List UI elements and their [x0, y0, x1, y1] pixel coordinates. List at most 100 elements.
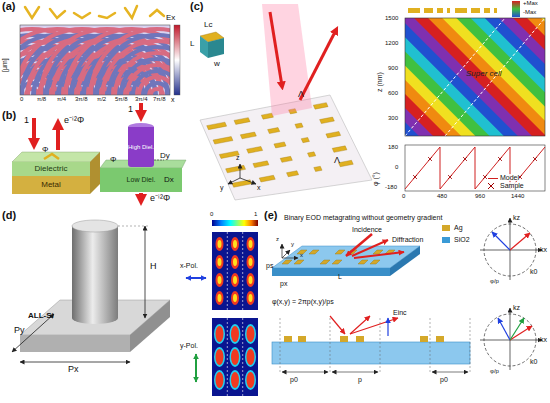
figure-label: -180	[385, 184, 397, 190]
figure-label: z	[236, 154, 240, 161]
art-rect	[405, 18, 545, 136]
art-line	[445, 18, 545, 136]
art-g	[207, 103, 354, 188]
figure-label: φ(x,y) = 2πp(x,y)/ps	[272, 298, 334, 305]
art-line	[330, 316, 345, 334]
figure-label: 1500	[385, 15, 398, 21]
art-g	[282, 372, 468, 373]
art-polygon	[90, 152, 100, 194]
figure-label: L	[338, 273, 342, 280]
layer-label: Low Diel.	[127, 176, 156, 183]
figure-label: φ/p	[490, 278, 499, 284]
art-line	[56, 124, 60, 150]
art-line	[228, 178, 240, 184]
figure-label: Lc	[204, 21, 212, 29]
art-line	[498, 318, 510, 340]
figure-label: e⁻ⁱ²Φ	[64, 116, 84, 125]
art-line	[282, 250, 290, 258]
art-g	[20, 25, 170, 95]
art-line	[282, 258, 298, 259]
art-line	[350, 318, 398, 334]
art-use	[214, 324, 225, 390]
art-g	[280, 318, 470, 372]
art-use	[213, 117, 334, 144]
art-line	[118, 226, 148, 227]
art-line	[350, 316, 370, 334]
figure-label: 960	[475, 193, 485, 199]
figure-label: 180	[388, 144, 398, 150]
art-ellipse	[72, 220, 118, 232]
art-rect	[340, 336, 348, 342]
legend-text: Model	[500, 174, 519, 181]
figure-label: y	[220, 184, 224, 191]
art-line	[510, 326, 532, 340]
art-rect	[420, 336, 428, 342]
figure-label: 0	[402, 193, 405, 199]
figure-label: x	[257, 184, 261, 191]
figure-label: Einc	[393, 309, 407, 316]
figure-label: 1	[254, 211, 257, 217]
art-rect	[424, 8, 433, 13]
figure-label: Super cell	[466, 70, 502, 78]
figure-label: -Max	[523, 9, 536, 15]
figure-label: x-Pol.	[180, 262, 198, 269]
art-line	[280, 318, 281, 372]
art-use	[294, 260, 304, 264]
figure-label: w	[214, 60, 220, 68]
figure-label: Dx	[164, 176, 174, 184]
art-line	[270, 12, 282, 86]
figure-label: 1200	[385, 40, 398, 46]
figure-label: 1440	[511, 193, 524, 199]
art-line	[282, 244, 283, 258]
panel-letter: (a)	[2, 1, 15, 12]
figure-label: z	[276, 236, 279, 242]
figure-label: k0	[530, 268, 537, 275]
art-use	[230, 324, 241, 390]
figure-label: Φ	[110, 156, 116, 164]
art-polygon	[12, 152, 100, 162]
figure-label: 0	[20, 96, 23, 102]
art-line	[432, 372, 468, 373]
legend-swatch	[442, 237, 450, 243]
figure-label: +Max	[523, 0, 538, 6]
layer-label: Dielectric	[35, 165, 68, 173]
art-line	[330, 318, 331, 372]
art-use	[231, 237, 239, 305]
art-g	[25, 6, 164, 18]
art-line	[354, 252, 404, 258]
art-line	[380, 318, 381, 372]
figure-label: 480	[437, 193, 447, 199]
art-polyline	[150, 10, 164, 16]
art-polygon	[130, 300, 170, 352]
art-line	[32, 118, 36, 144]
art-use	[226, 146, 347, 173]
art-polyline	[50, 9, 65, 18]
legend-swatch	[442, 225, 450, 231]
art-use	[247, 237, 255, 305]
figure-label: ALL-Si	[28, 312, 54, 320]
art-polygon	[200, 36, 208, 58]
art-rect	[436, 336, 444, 342]
art-line	[282, 372, 328, 373]
art-line	[242, 318, 243, 396]
layer-node: Dielectric	[12, 162, 90, 176]
figure-label: Px	[68, 365, 79, 374]
figure-label: 0	[210, 211, 213, 217]
figure-label: Λ	[334, 156, 340, 165]
art-rect	[471, 8, 480, 13]
figure-label: 1	[128, 105, 133, 114]
legend-line-sample	[488, 178, 498, 179]
art-rect	[212, 232, 258, 310]
figure-label: 5π/8	[115, 96, 127, 102]
figure-label: H	[150, 262, 157, 271]
art-polyline	[25, 7, 39, 18]
art-polyline	[99, 13, 115, 18]
art-g	[20, 29, 170, 95]
figure-label: Dy	[160, 152, 170, 160]
art-polyline	[74, 13, 90, 18]
art-line	[492, 232, 510, 250]
figure-label: φ/p	[490, 368, 499, 374]
figure-label: ps	[266, 262, 273, 269]
